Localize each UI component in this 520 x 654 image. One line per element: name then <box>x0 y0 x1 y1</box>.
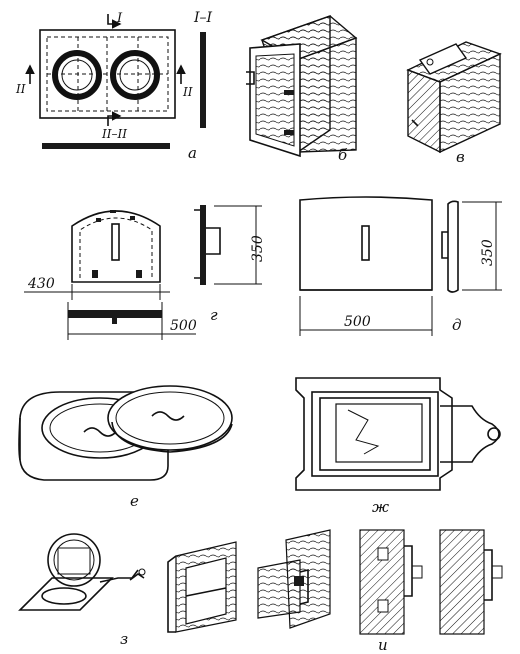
dim-width-d: 500 <box>344 314 371 330</box>
section-profile-vertical <box>200 32 206 128</box>
panel-g-arched-door: 350 430 500 г <box>24 205 266 340</box>
panel-b-door-box: б <box>246 15 358 164</box>
dim-bottom-g: 500 <box>170 318 197 334</box>
burner-ring-right <box>110 50 160 100</box>
panel-z-fittings: з <box>18 529 331 648</box>
panel-zh-frame-door: ж <box>295 377 501 516</box>
panel-letter-i: и <box>378 636 388 654</box>
panel-letter-d: д <box>452 316 462 334</box>
dim-width-g: 430 <box>27 276 55 292</box>
panel-a-hob-plate: I I–I II II II–II а <box>15 10 213 162</box>
panel-letter-zh: ж <box>372 498 389 516</box>
burner-ring-left <box>52 50 102 100</box>
section-mark-right: II <box>182 85 193 99</box>
section-mark-top: I <box>116 11 123 26</box>
panel-letter-e: е <box>130 492 139 510</box>
panel-letter-a: а <box>188 144 197 162</box>
section-mark-bottom: II–II <box>101 127 127 141</box>
dim-height-d: 350 <box>480 239 496 266</box>
dim-height-g: 350 <box>250 235 266 262</box>
panel-letter-z: з <box>120 630 128 648</box>
ventilation-box-door <box>257 529 331 629</box>
ventilation-box-open <box>167 541 237 633</box>
section-profile-horizontal <box>42 143 170 149</box>
panel-d-rect-door: 500 350 д <box>299 196 502 336</box>
panel-letter-v: в <box>456 148 465 166</box>
section-mark-left: II <box>15 82 26 96</box>
panel-i-wall-sections: и <box>359 529 503 654</box>
panel-e-round-covers: е <box>18 385 233 510</box>
panel-v-lidded-box: в <box>406 41 502 166</box>
section-title: I–I <box>193 10 213 26</box>
panel-letter-g: г <box>210 306 218 324</box>
panel-letter-b: б <box>338 146 348 164</box>
